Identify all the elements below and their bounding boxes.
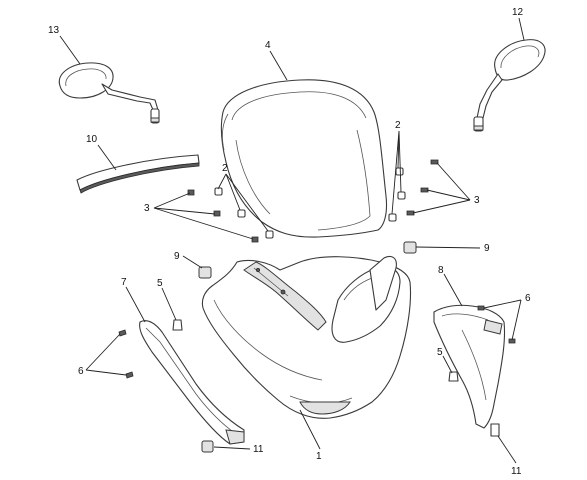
left-side-panel [139, 320, 245, 445]
callout-4: 4 [265, 40, 271, 51]
callout-3-left: 3 [144, 203, 150, 214]
right-mirror [473, 39, 546, 132]
trim-strip [76, 154, 200, 194]
callout-10: 10 [86, 134, 98, 145]
callout-13: 13 [48, 25, 60, 36]
right-side-panel [433, 304, 506, 429]
callout-2-right: 2 [395, 120, 401, 131]
front-fairing [201, 255, 412, 419]
callout-8: 8 [438, 265, 444, 276]
left-mirror [58, 62, 160, 124]
windscreen [220, 79, 388, 238]
callout-9-left: 9 [174, 251, 180, 262]
callout-3-right: 3 [474, 195, 480, 206]
callout-11-left: 11 [253, 444, 264, 455]
callout-1: 1 [316, 451, 322, 462]
fasteners [118, 159, 516, 453]
leader-lines [59, 17, 525, 464]
callout-6-right: 6 [525, 293, 531, 304]
callout-7: 7 [121, 277, 127, 288]
callout-5-right: 5 [437, 347, 443, 358]
callout-11-right: 11 [511, 466, 522, 477]
callout-labels: 13 12 4 10 2 2 3 3 9 9 7 5 1 8 6 6 5 11 … [48, 7, 531, 477]
callout-2-left: 2 [222, 163, 228, 174]
callout-12: 12 [512, 7, 524, 18]
callout-5-left: 5 [157, 278, 163, 289]
callout-9-right: 9 [484, 243, 490, 254]
callout-6-left: 6 [78, 366, 84, 377]
